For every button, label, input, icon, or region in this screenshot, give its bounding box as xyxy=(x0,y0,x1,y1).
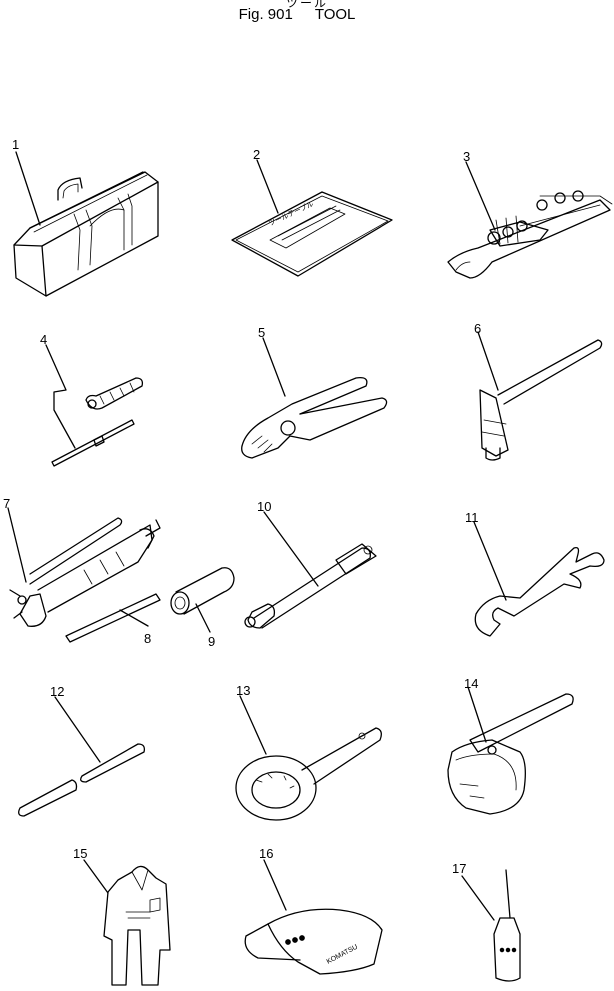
filter-wrench-illustration xyxy=(447,686,574,815)
callout-7: 7 xyxy=(3,496,11,511)
coverall-illustration xyxy=(83,859,171,986)
grease-gun-illustration xyxy=(7,507,161,627)
callout-5: 5 xyxy=(258,325,266,340)
figure-name: TOOL xyxy=(314,6,356,23)
socket-illustration xyxy=(170,567,235,633)
wrench-set-illustration xyxy=(447,161,613,279)
callout-10: 10 xyxy=(257,499,272,514)
callout-4: 4 xyxy=(40,332,48,347)
callout-12: 12 xyxy=(50,684,65,699)
tool-bag-illustration xyxy=(13,151,159,297)
callout-1: 1 xyxy=(12,137,20,152)
cap-illustration: KOMATSU xyxy=(244,859,383,975)
callout-17: 17 xyxy=(452,861,467,876)
title-japanese: ツール xyxy=(285,0,328,10)
oil-can-illustration xyxy=(461,869,521,982)
extension-bar-illustration xyxy=(65,593,161,643)
callout-15: 15 xyxy=(73,846,88,861)
callout-3: 3 xyxy=(463,149,471,164)
figure-number: Fig. 901 xyxy=(238,6,293,23)
figure-title: Fig. 901 TOOL xyxy=(0,6,604,23)
callout-13: 13 xyxy=(236,683,251,698)
callout-8: 8 xyxy=(144,631,152,646)
callout-11: 11 xyxy=(465,510,479,525)
callout-9: 9 xyxy=(208,634,216,649)
cap-logo-text: KOMATSU xyxy=(326,944,359,966)
socket-wrench-illustration xyxy=(244,511,377,629)
spanner-wrench-illustration xyxy=(235,695,382,821)
tool-manual-illustration: ツールテーブル xyxy=(231,159,393,277)
pliers-illustration xyxy=(241,337,388,459)
open-end-wrench-illustration xyxy=(473,521,605,637)
callout-6: 6 xyxy=(474,321,482,336)
callout-16: 16 xyxy=(259,846,274,861)
pin-set-illustration xyxy=(18,696,146,817)
screwdriver-illustration xyxy=(45,344,144,467)
callout-2: 2 xyxy=(253,147,261,162)
hammer-illustration xyxy=(477,331,603,461)
